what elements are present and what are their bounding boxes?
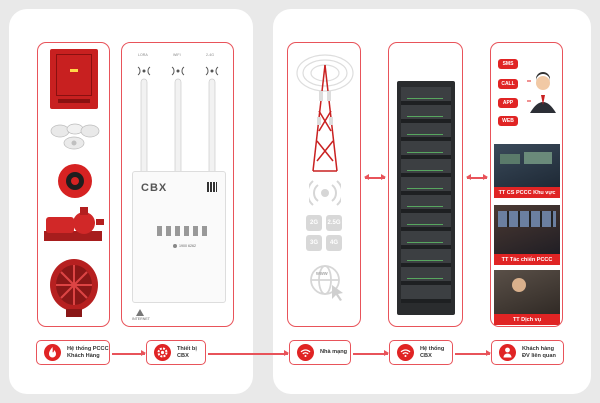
antenna-label-wifi: WIFI — [173, 53, 181, 57]
flow-step-cbx-system-line2: CBX — [420, 352, 432, 359]
server-centers-arrow — [466, 174, 488, 180]
flow-step-cbx-system-line1: Hệ thống — [420, 345, 445, 352]
cbx-device-card: LORA WIFI 2-4G CBX 1900 6262 INTERNET — [121, 42, 234, 327]
wifi-icon — [397, 344, 414, 361]
operator-person-icon — [527, 72, 556, 113]
gen-2g-tile: 2G — [306, 215, 322, 231]
signal-icon — [309, 180, 341, 206]
service-center-caption: TT Dịch vụ — [494, 314, 560, 325]
antenna-label-lora: LORA — [138, 53, 148, 57]
channel-call: CALL — [498, 79, 518, 89]
fire-pump-icon — [44, 207, 104, 241]
flow-arrow-3 — [353, 350, 389, 356]
response-centers-card: SMS CALL APP WEB TT CS PCCC Khu vực TT T… — [490, 42, 563, 327]
internet-label: INTERNET — [132, 317, 150, 321]
phone-icon — [173, 244, 177, 248]
flow-step-customer-agency-line2: ĐV liên quan — [522, 352, 556, 359]
service-center-photo: TT Dịch vụ — [494, 270, 560, 325]
cell-tower-icon — [296, 54, 354, 172]
flow-step-customer-system-line2: Khách Hàng — [67, 352, 100, 359]
router-antennas-icon — [137, 66, 219, 184]
flow-step-customer-agency-line1: Khách hàng — [522, 345, 555, 352]
regional-center-photo: TT CS PCCC Khu vực — [494, 144, 560, 198]
telecom-network-card: 2G 2.5G 3G 4G www — [287, 42, 361, 327]
router-ports — [157, 226, 207, 236]
regional-center-caption: TT CS PCCC Khu vực — [494, 187, 560, 198]
router-hotline: 1900 6262 — [179, 244, 196, 248]
fire-equipment-card — [37, 42, 110, 327]
person-icon — [499, 344, 516, 361]
server-rack — [397, 81, 455, 315]
fire-alarm-cabinet-icon — [50, 49, 98, 109]
flow-step-cbx-device-line1: Thiết bị — [177, 345, 197, 352]
flow-step-carrier: Nhà mạng — [289, 340, 351, 365]
flow-arrow-4 — [455, 350, 491, 356]
flow-arrow-1 — [112, 350, 146, 356]
flow-step-carrier-line1: Nhà mạng — [320, 349, 348, 355]
command-center-caption: TT Tác chiến PCCC — [494, 254, 560, 265]
gen-4g-tile: 4G — [326, 235, 342, 251]
channel-app: APP — [498, 98, 518, 108]
channel-web: WEB — [498, 116, 518, 126]
globe-icon — [310, 265, 343, 301]
www-label: www — [316, 271, 328, 277]
antenna-label-4g: 2-4G — [206, 53, 214, 57]
smoke-fan-icon — [50, 259, 98, 317]
flow-arrow-2 — [208, 350, 289, 356]
gen-2-5g-tile: 2.5G — [326, 215, 342, 231]
alarm-bell-icon — [58, 164, 92, 198]
router-brand: CBX — [141, 182, 168, 194]
warning-icon — [136, 309, 144, 316]
gen-3g-tile: 3G — [306, 235, 322, 251]
qr-code-icon — [207, 182, 217, 192]
wifi-icon — [297, 344, 314, 361]
command-center-photo: TT Tác chiến PCCC — [494, 205, 560, 265]
cbx-server-card — [388, 42, 463, 327]
flame-icon — [44, 344, 61, 361]
network-server-arrow — [364, 174, 386, 180]
flow-step-customer-system-line1: Hệ thống PCCC — [67, 345, 109, 352]
smoke-detector-icon — [50, 123, 100, 150]
gear-icon — [154, 344, 171, 361]
channel-sms: SMS — [498, 59, 518, 69]
flow-step-cbx-device-line2: CBX — [177, 352, 189, 359]
router-body: CBX 1900 6262 — [132, 171, 226, 303]
